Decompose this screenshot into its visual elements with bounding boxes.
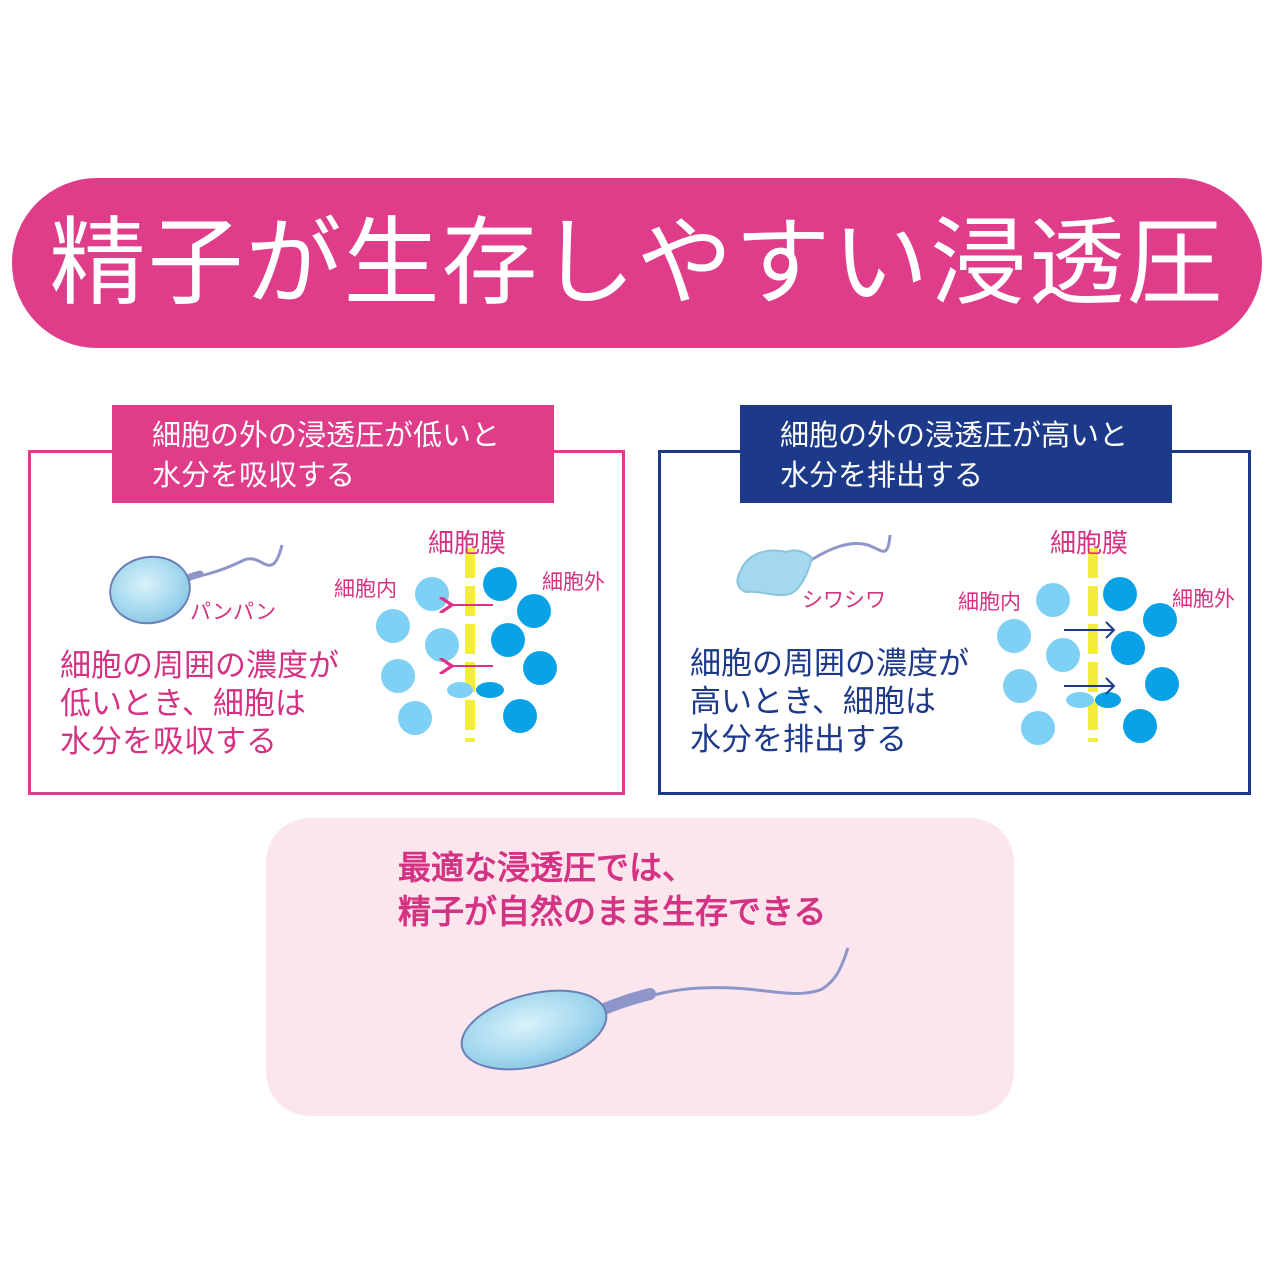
plump-sperm-icon [109,544,284,625]
right-outside-molecules [1103,577,1179,743]
right-body-line3: 水分を排出する [690,722,907,758]
left-sperm-label: パンパン [190,600,277,624]
left-body-line1: 細胞の周囲の濃度が [60,648,339,684]
right-inside-molecules [997,583,1080,745]
left-header-line1: 細胞の外の浸透圧が低いと [152,418,501,452]
right-arrows [1064,621,1116,695]
bottom-text: 最適な浸透圧では、 精子が自然のまま生存できる [398,846,826,934]
right-membrane-label: 細胞膜 [1050,529,1129,559]
title-banner: 精子が生存しやすい浸透圧 [12,178,1262,348]
large-sperm-icon [460,947,850,1071]
left-outside-molecules [483,567,557,733]
left-membrane-label: 細胞膜 [428,529,507,559]
left-body-text: 細胞の周囲の濃度が 低いとき、細胞は 水分を吸収する [60,647,339,761]
wrinkled-sperm-icon [736,534,892,597]
bottom-line1: 最適な浸透圧では、 [398,848,695,887]
left-inside-molecules [376,577,459,735]
right-header-line1: 細胞の外の浸透圧が高いと [780,418,1129,452]
right-inside-label: 細胞内 [958,590,1021,614]
right-body-line1: 細胞の周囲の濃度が [690,646,969,682]
left-panel-header: 細胞の外の浸透圧が低いと 水分を吸収する [112,405,554,503]
bottom-box [266,818,1014,1116]
left-water-blob [447,682,473,698]
right-body-line2: 高いとき、細胞は [690,684,936,720]
right-body-text: 細胞の周囲の濃度が 高いとき、細胞は 水分を排出する [690,645,969,759]
right-header-line2: 水分を排出する [780,458,984,492]
left-outside-label: 細胞外 [542,570,605,594]
right-panel-header: 細胞の外の浸透圧が高いと 水分を排出する [740,405,1172,503]
left-header-line2: 水分を吸収する [152,458,356,492]
left-inside-label: 細胞内 [334,577,397,601]
right-sperm-label: シワシワ [802,588,886,612]
bottom-line2: 精子が自然のまま生存できる [398,892,827,931]
page-title: 精子が生存しやすい浸透圧 [49,207,1225,319]
left-body-line3: 水分を吸収する [60,724,277,760]
right-outside-label: 細胞外 [1172,587,1235,611]
right-water-blob [1066,692,1094,708]
left-body-line2: 低いとき、細胞は [60,686,306,722]
